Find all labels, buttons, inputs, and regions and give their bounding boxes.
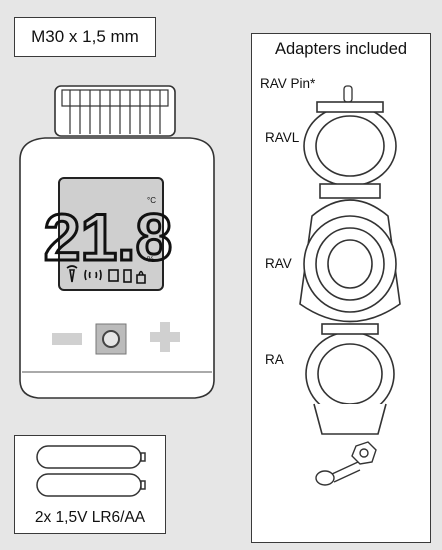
ra-adapter: [305, 323, 395, 435]
thermostat-illustration: 21.8 °C %: [19, 85, 215, 399]
battery-1: [36, 445, 142, 469]
plus-button[interactable]: [150, 322, 180, 352]
battery-2: [36, 473, 142, 497]
batteries-illustration: [36, 445, 146, 497]
adapters-box: Adapters included: [251, 33, 431, 543]
thread-spec-label: M30 x 1,5 mm: [31, 27, 139, 46]
percent-label: %: [147, 255, 154, 264]
battery-icon: [123, 269, 132, 283]
ravl-label: RAVL: [265, 130, 300, 145]
unit-label: °C: [147, 196, 156, 205]
adapters-title: Adapters included: [274, 40, 408, 58]
rav-adapter: [299, 183, 401, 323]
minus-button[interactable]: [52, 333, 82, 345]
lcd-status-icons: [66, 265, 146, 284]
window-open-icon: [108, 269, 119, 282]
temperature-readout: 21.8: [44, 200, 172, 274]
knurled-ring: [54, 85, 176, 137]
battery-box: 2x 1,5V LR6/AA: [14, 435, 166, 534]
wrench-icon: [66, 265, 78, 283]
thread-spec-box: M30 x 1,5 mm: [14, 17, 156, 57]
adapters-illustration: [299, 85, 401, 486]
lock-icon: [136, 270, 146, 284]
battery-label: 2x 1,5V LR6/AA: [34, 509, 146, 526]
screw-and-nut: [315, 441, 377, 486]
lcd-screen: [58, 177, 164, 291]
ra-label: RA: [265, 352, 284, 367]
ravl-adapter: [303, 101, 397, 187]
rav-pin-label: RAV Pin*: [260, 76, 316, 91]
rav-label: RAV: [265, 256, 292, 271]
signal-icon: [84, 269, 102, 281]
rav-pin: [343, 85, 353, 103]
